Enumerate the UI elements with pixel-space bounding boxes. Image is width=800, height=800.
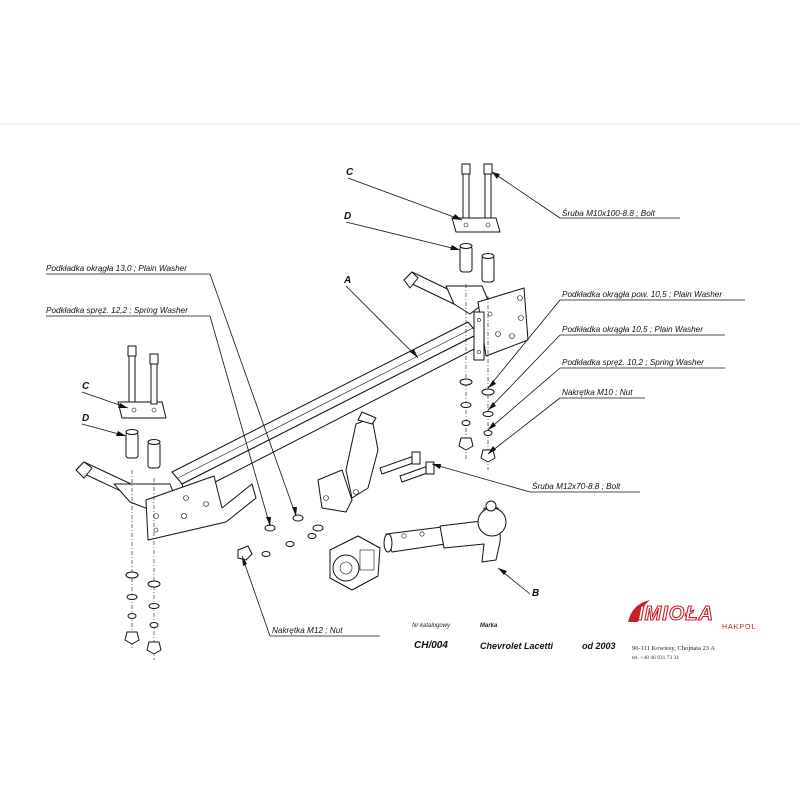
logo-swoosh xyxy=(628,600,650,622)
left-plate-c xyxy=(117,401,167,419)
ref-d-left: D xyxy=(82,413,89,424)
leader-arrows xyxy=(116,172,507,575)
right-bolts-m10 xyxy=(461,163,493,219)
socket-plate xyxy=(329,535,381,591)
label-nut-m12: Nakrętka M12 ; Nut xyxy=(272,626,343,635)
ref-a: A xyxy=(343,275,351,286)
label-spring-washer-12-2: Podkładka spręż. 12,2 ; Spring Washer xyxy=(46,306,188,315)
ref-c-top: C xyxy=(346,167,354,178)
company-phone: tel. +48 46 831 73 31 xyxy=(632,655,679,661)
left-bolts-m10 xyxy=(127,345,159,405)
catalog-caption: Nr katalogowy xyxy=(412,623,451,629)
label-plain-washer-13: Podkładka okrągła 13,0 ; Plain Washer xyxy=(46,264,187,273)
ref-c-left: C xyxy=(82,381,90,392)
logo-sub: HAKPOL xyxy=(722,624,756,631)
make-value: Chevrolet Lacetti xyxy=(480,641,554,651)
centre-washers-nuts xyxy=(237,514,324,561)
year-value: od 2003 xyxy=(582,641,616,651)
label-bolt-m12: Śruba M12x70-8.8 ; Bolt xyxy=(532,480,621,491)
hitch-mount-plates xyxy=(317,411,379,513)
catalog-number: CH/004 xyxy=(414,640,448,651)
title-block: Nr katalogowy CH/004 Marka Chevrolet Lac… xyxy=(412,623,616,651)
left-bracket xyxy=(75,461,257,541)
ref-b: B xyxy=(532,588,539,599)
label-spring-washer-10-2: Podkładka spręż. 10,2 ; Spring Washer xyxy=(562,358,704,367)
ref-d-top: D xyxy=(344,211,351,222)
logo-text: IMIOŁA xyxy=(638,603,714,625)
bolts-m12 xyxy=(379,451,435,483)
label-bolt-m10: Śruba M10x100-8.8 ; Bolt xyxy=(562,207,656,218)
label-plain-washer-pow-10-5: Podkładka okrągła pow. 10,5 ; Plain Wash… xyxy=(562,290,722,299)
right-washers-nuts xyxy=(458,378,496,463)
right-spacers-d xyxy=(459,243,495,283)
right-plate-c xyxy=(451,217,501,233)
make-caption: Marka xyxy=(480,623,498,629)
label-nut-m10: Nakrętka M10 ; Nut xyxy=(562,388,633,397)
right-bracket xyxy=(403,271,529,361)
label-plain-washer-10-5: Podkładka okrągła 10,5 ; Plain Washer xyxy=(562,325,703,334)
leader-lines xyxy=(46,171,745,637)
company-address: 96-111 Kowiesy, Chojnata 23 A xyxy=(632,645,715,652)
left-washers-nuts xyxy=(124,571,162,655)
left-spacers-d xyxy=(125,429,161,469)
company-logo: IMIOŁA HAKPOL xyxy=(628,600,756,631)
tow-ball-b xyxy=(383,500,507,563)
